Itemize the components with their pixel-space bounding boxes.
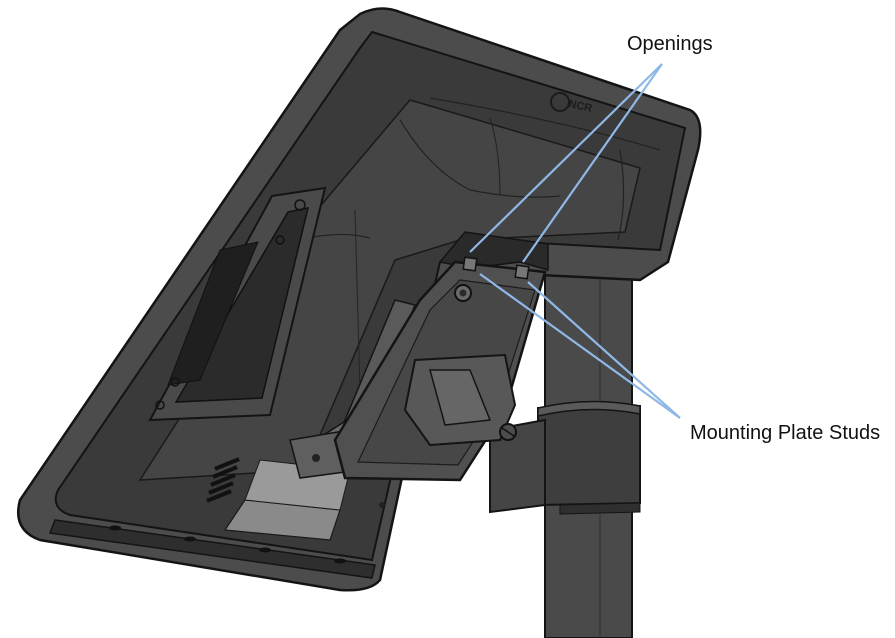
side-card-slot (148, 186, 327, 422)
mounting-bracket (289, 231, 549, 508)
speaker-grille (206, 457, 240, 503)
callout-lines-studs (479, 273, 681, 419)
mounting-plate-stud-right (514, 264, 530, 280)
ncr-logo-text: NCR (567, 98, 593, 115)
bottom-vent-holes (109, 525, 346, 564)
label-mounting-plate-studs: Mounting Plate Studs (690, 422, 880, 444)
callout-lines-openings (469, 63, 663, 263)
pole-clamp (489, 400, 641, 515)
mounting-plate-stud-left (462, 256, 478, 272)
label-openings: Openings (627, 33, 713, 55)
ncr-logo: NCR (550, 92, 593, 115)
